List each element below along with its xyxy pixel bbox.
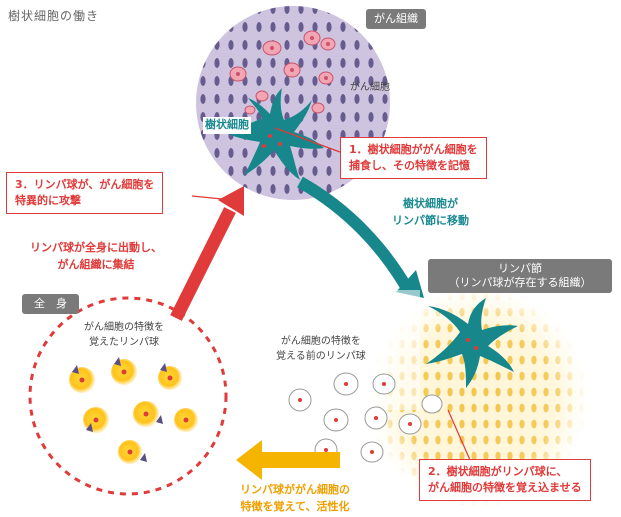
move-label-line2: リンパ節に移動 [392, 213, 469, 227]
whole-body-tag: 全 身 [22, 294, 79, 314]
move-label: 樹状細胞が リンパ節に移動 [392, 196, 469, 229]
step2-callout: 2．樹状細胞がリンパ球に、 がん細胞の特徴を覚え込ませる [419, 459, 591, 501]
lymph-node-circle [360, 290, 586, 506]
step2-line1: 2．樹状細胞がリンパ球に、 [428, 465, 568, 478]
cancer-tissue-tag: がん組織 [366, 9, 426, 29]
memory-lymphocyte-label: がん細胞の特徴を 覚えたリンパ球 [84, 320, 164, 350]
naive-label-line2: 覚える前のリンパ球 [276, 351, 366, 362]
step1-callout: 1．樹状細胞ががん細胞を 捕食し、その特徴を記憶 [340, 137, 487, 179]
memory-label-line2: 覚えたリンパ球 [89, 337, 159, 348]
lymph-node-tag-line2: （リンパ球が存在する組織） [448, 275, 592, 289]
cancer-cell-label: がん細胞 [350, 82, 390, 93]
move-label-line1: 樹状細胞が [403, 197, 458, 210]
naive-lymphocytes [288, 372, 443, 463]
dendritic-cell-label: 樹状細胞 [203, 117, 251, 134]
cancer-cell-nuclei [236, 36, 330, 80]
arrow-to-cancer-tissue [170, 186, 244, 321]
naive-lymphocyte-label: がん細胞の特徴を 覚える前のリンパ球 [276, 334, 366, 364]
step3-callout: 3．リンパ球が、がん細胞を 特異的に攻撃 [6, 172, 164, 214]
step3-pointer [191, 195, 233, 201]
step3-line2: 特異的に攻撃 [15, 193, 81, 207]
step1-line2: 捕食し、その特徴を記憶 [349, 158, 470, 172]
step2-line2: がん細胞の特徴を覚え込ませる [428, 480, 582, 494]
arrow-to-whole-body [236, 440, 340, 480]
mobilize-label: リンパ球が全身に出動し、 がん組織に集結 [30, 240, 162, 273]
step3-line1: 3．リンパ球が、がん細胞を [15, 178, 155, 191]
activate-label-line1: リンパ球ががん細胞の [240, 483, 350, 496]
dendritic-cell-in-lymph-node [426, 298, 518, 388]
naive-label-line1: がん細胞の特徴を [280, 336, 361, 347]
whole-body-circle [28, 296, 228, 496]
step1-pointer [274, 127, 341, 153]
mobilize-label-line2: がん組織に集結 [57, 257, 135, 271]
dendritic-cell-in-tumor [224, 88, 324, 180]
memory-label-line1: がん細胞の特徴を [84, 322, 164, 333]
naive-lymphocyte-nuclei [298, 382, 412, 454]
lymph-node-tag: リンパ節 （リンパ球が存在する組織） [428, 259, 612, 293]
activated-lymphocyte-nuclei [79, 369, 189, 455]
activate-label: リンパ球ががん細胞の 特徴を覚えて、活性化 [240, 482, 350, 515]
page-title: 樹状細胞の働き [8, 9, 100, 23]
step1-line1: 1．樹状細胞ががん細胞を [349, 143, 478, 156]
mobilize-label-line1: リンパ球が全身に出動し、 [30, 241, 162, 254]
step2-pointer [447, 409, 471, 461]
activated-lymphocyte-markers [72, 357, 167, 462]
lymph-node-tag-line1: リンパ節 [498, 262, 542, 275]
activate-label-line2: 特徴を覚えて、活性化 [240, 499, 350, 513]
